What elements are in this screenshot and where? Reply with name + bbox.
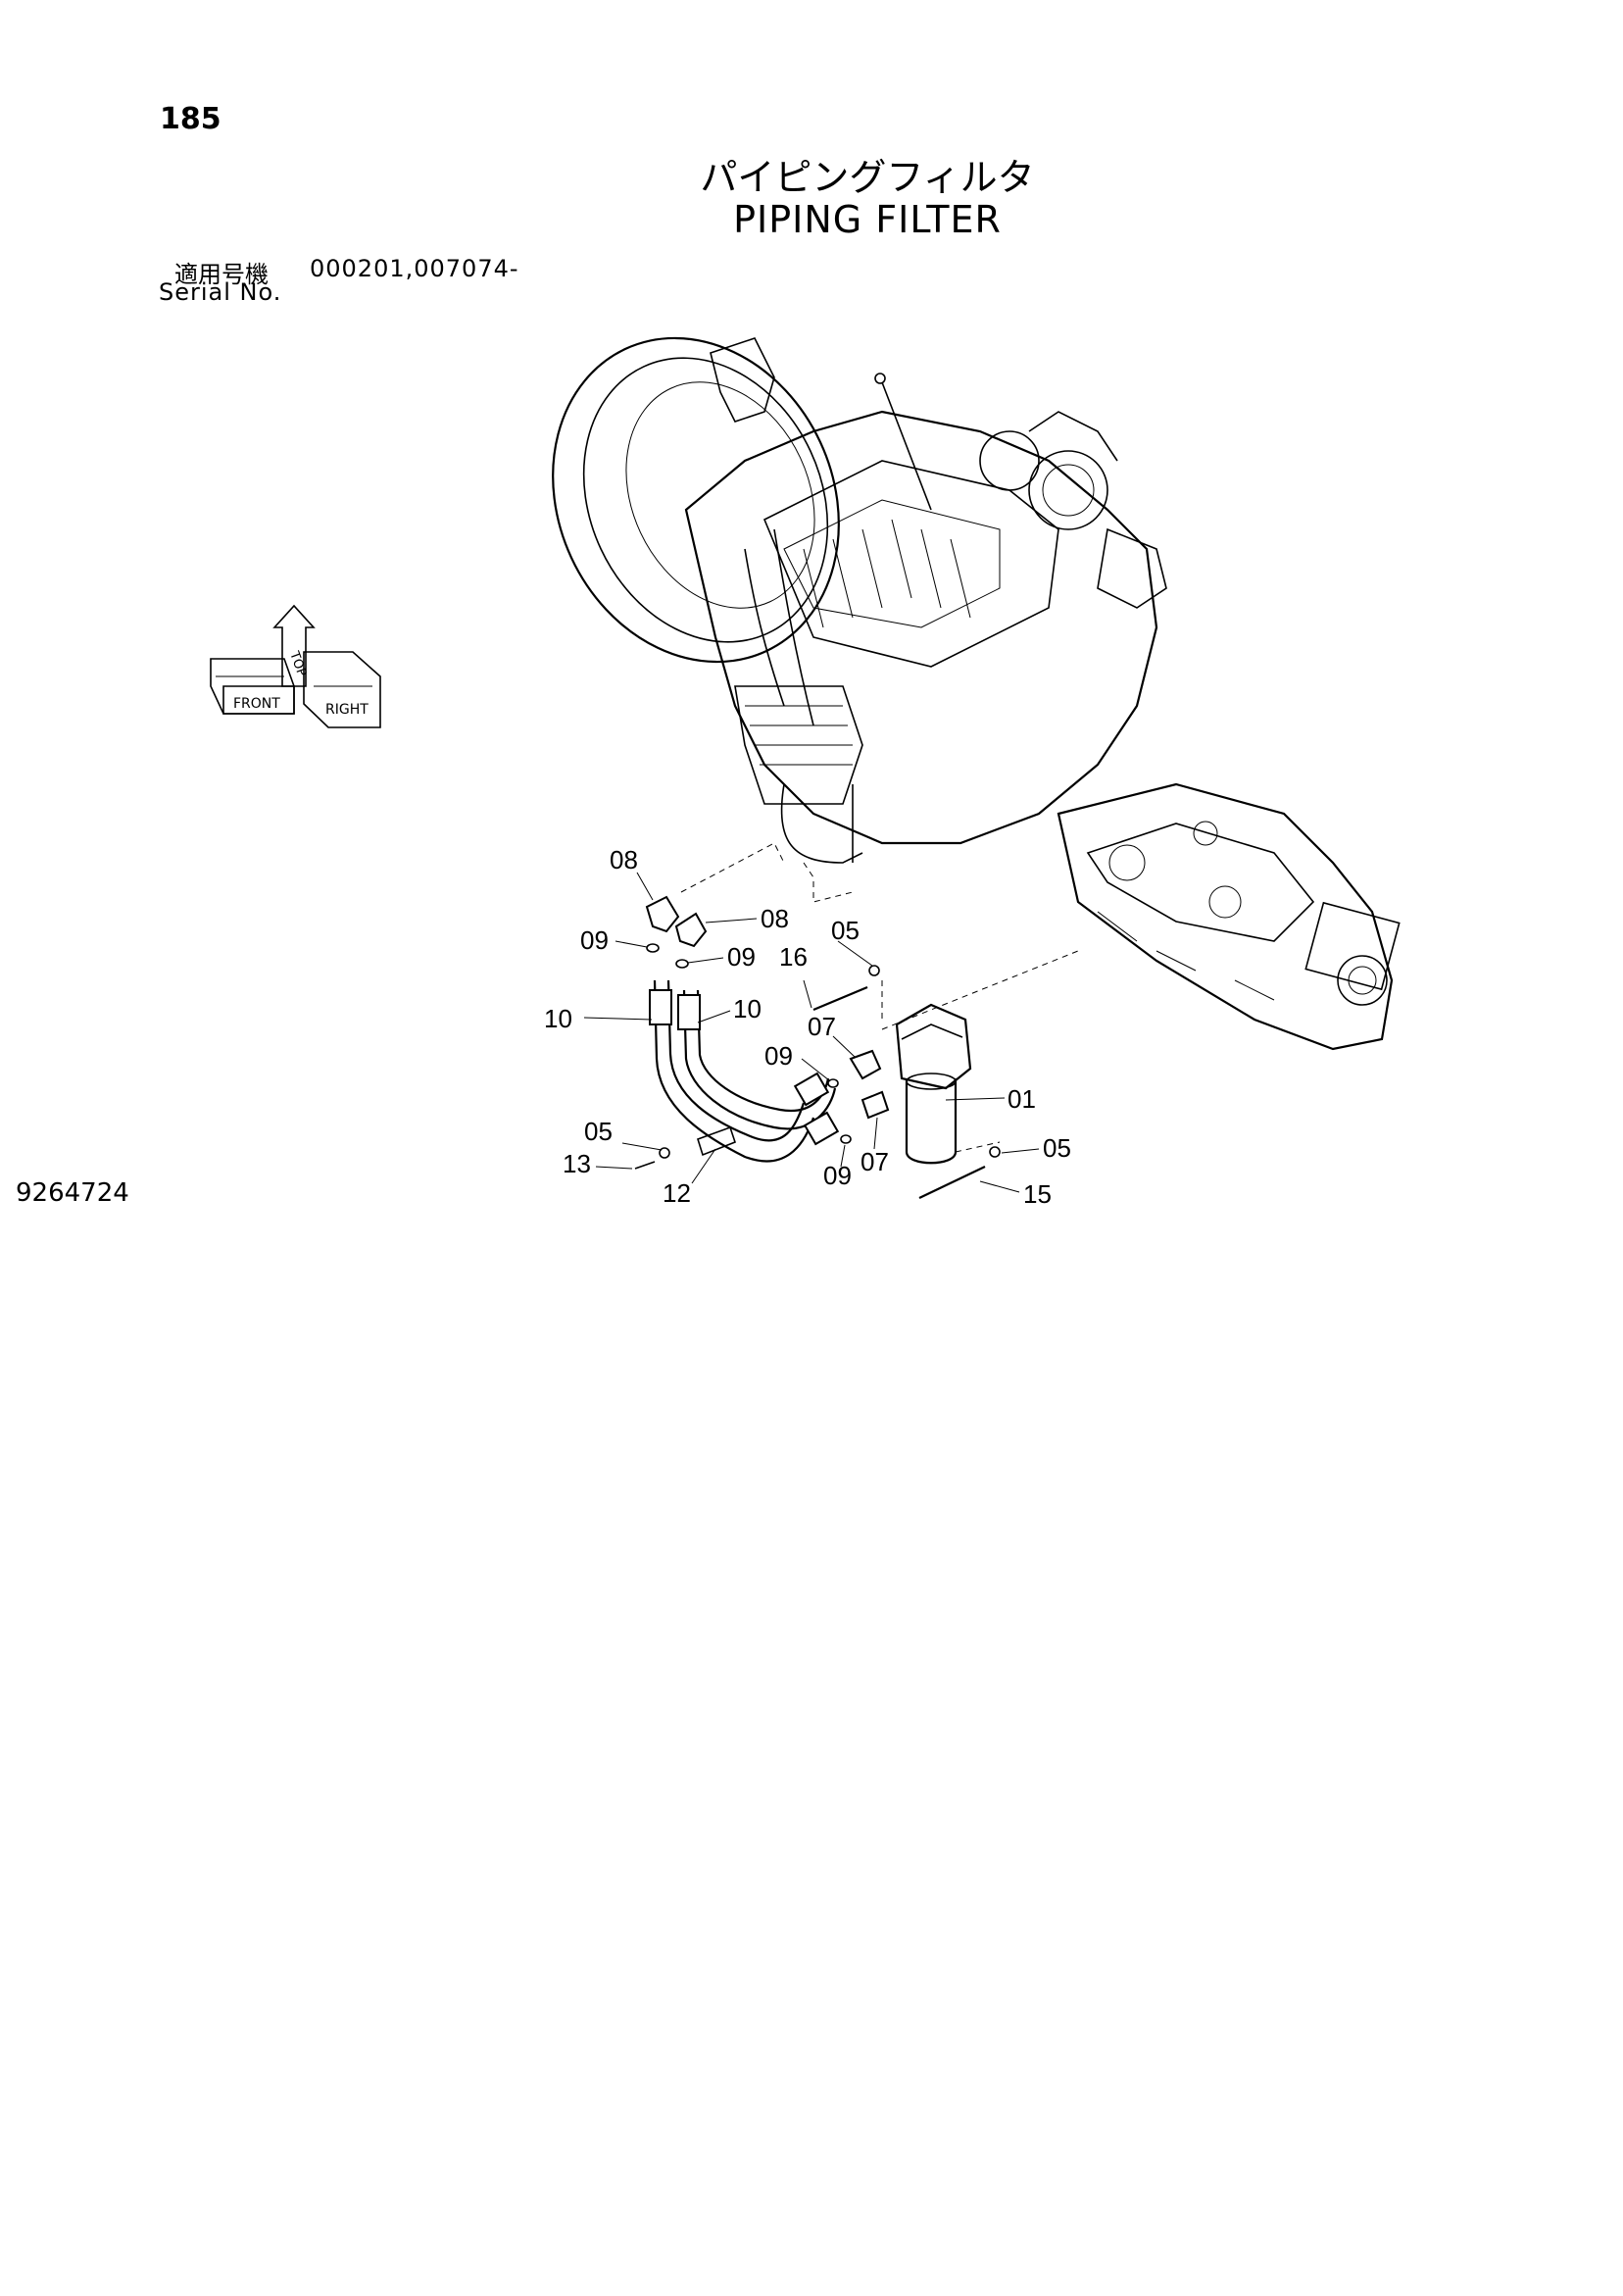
- orientation-label-right: RIGHT: [325, 702, 369, 718]
- callout-08: 08: [761, 904, 789, 933]
- engine-assembly-drawing: [552, 336, 1401, 1051]
- callout-09: 09: [580, 925, 609, 955]
- filter-assembly-drawing: [634, 842, 1079, 1199]
- title-english: PIPING FILTER: [733, 198, 1002, 241]
- callout-13: 13: [563, 1149, 591, 1178]
- callout-12: 12: [663, 1178, 691, 1208]
- callout-09: 09: [823, 1161, 852, 1190]
- callout-10: 10: [733, 994, 762, 1023]
- callout-labels: 08 08 09 09 05 16 10 10 07 09 01 05 13 1…: [544, 845, 1071, 1209]
- callout-08: 08: [610, 845, 638, 874]
- callout-10: 10: [544, 1004, 572, 1033]
- callout-07: 07: [861, 1147, 889, 1176]
- orientation-icon: FRONT TOP RIGHT: [210, 604, 381, 728]
- callout-15: 15: [1023, 1179, 1052, 1209]
- callout-16: 16: [779, 942, 808, 972]
- callout-07: 07: [808, 1012, 836, 1041]
- callout-09: 09: [727, 942, 756, 972]
- callout-05: 05: [584, 1117, 613, 1146]
- title-japanese: パイピングフィルタ: [700, 156, 1035, 199]
- serial-label-english: Serial No.: [159, 278, 282, 306]
- orientation-label-front: FRONT: [233, 696, 280, 712]
- serial-number-value: 000201,007074-: [310, 255, 519, 282]
- leader-lines: [583, 872, 1040, 1193]
- page-number: 185: [160, 102, 221, 136]
- callout-01: 01: [1008, 1084, 1036, 1114]
- figure-id: 9264724: [16, 1178, 129, 1208]
- callout-05: 05: [1043, 1133, 1071, 1163]
- serial-label-japanese: 適用号機: [174, 261, 269, 288]
- callout-05: 05: [831, 916, 860, 945]
- callout-09: 09: [764, 1041, 793, 1071]
